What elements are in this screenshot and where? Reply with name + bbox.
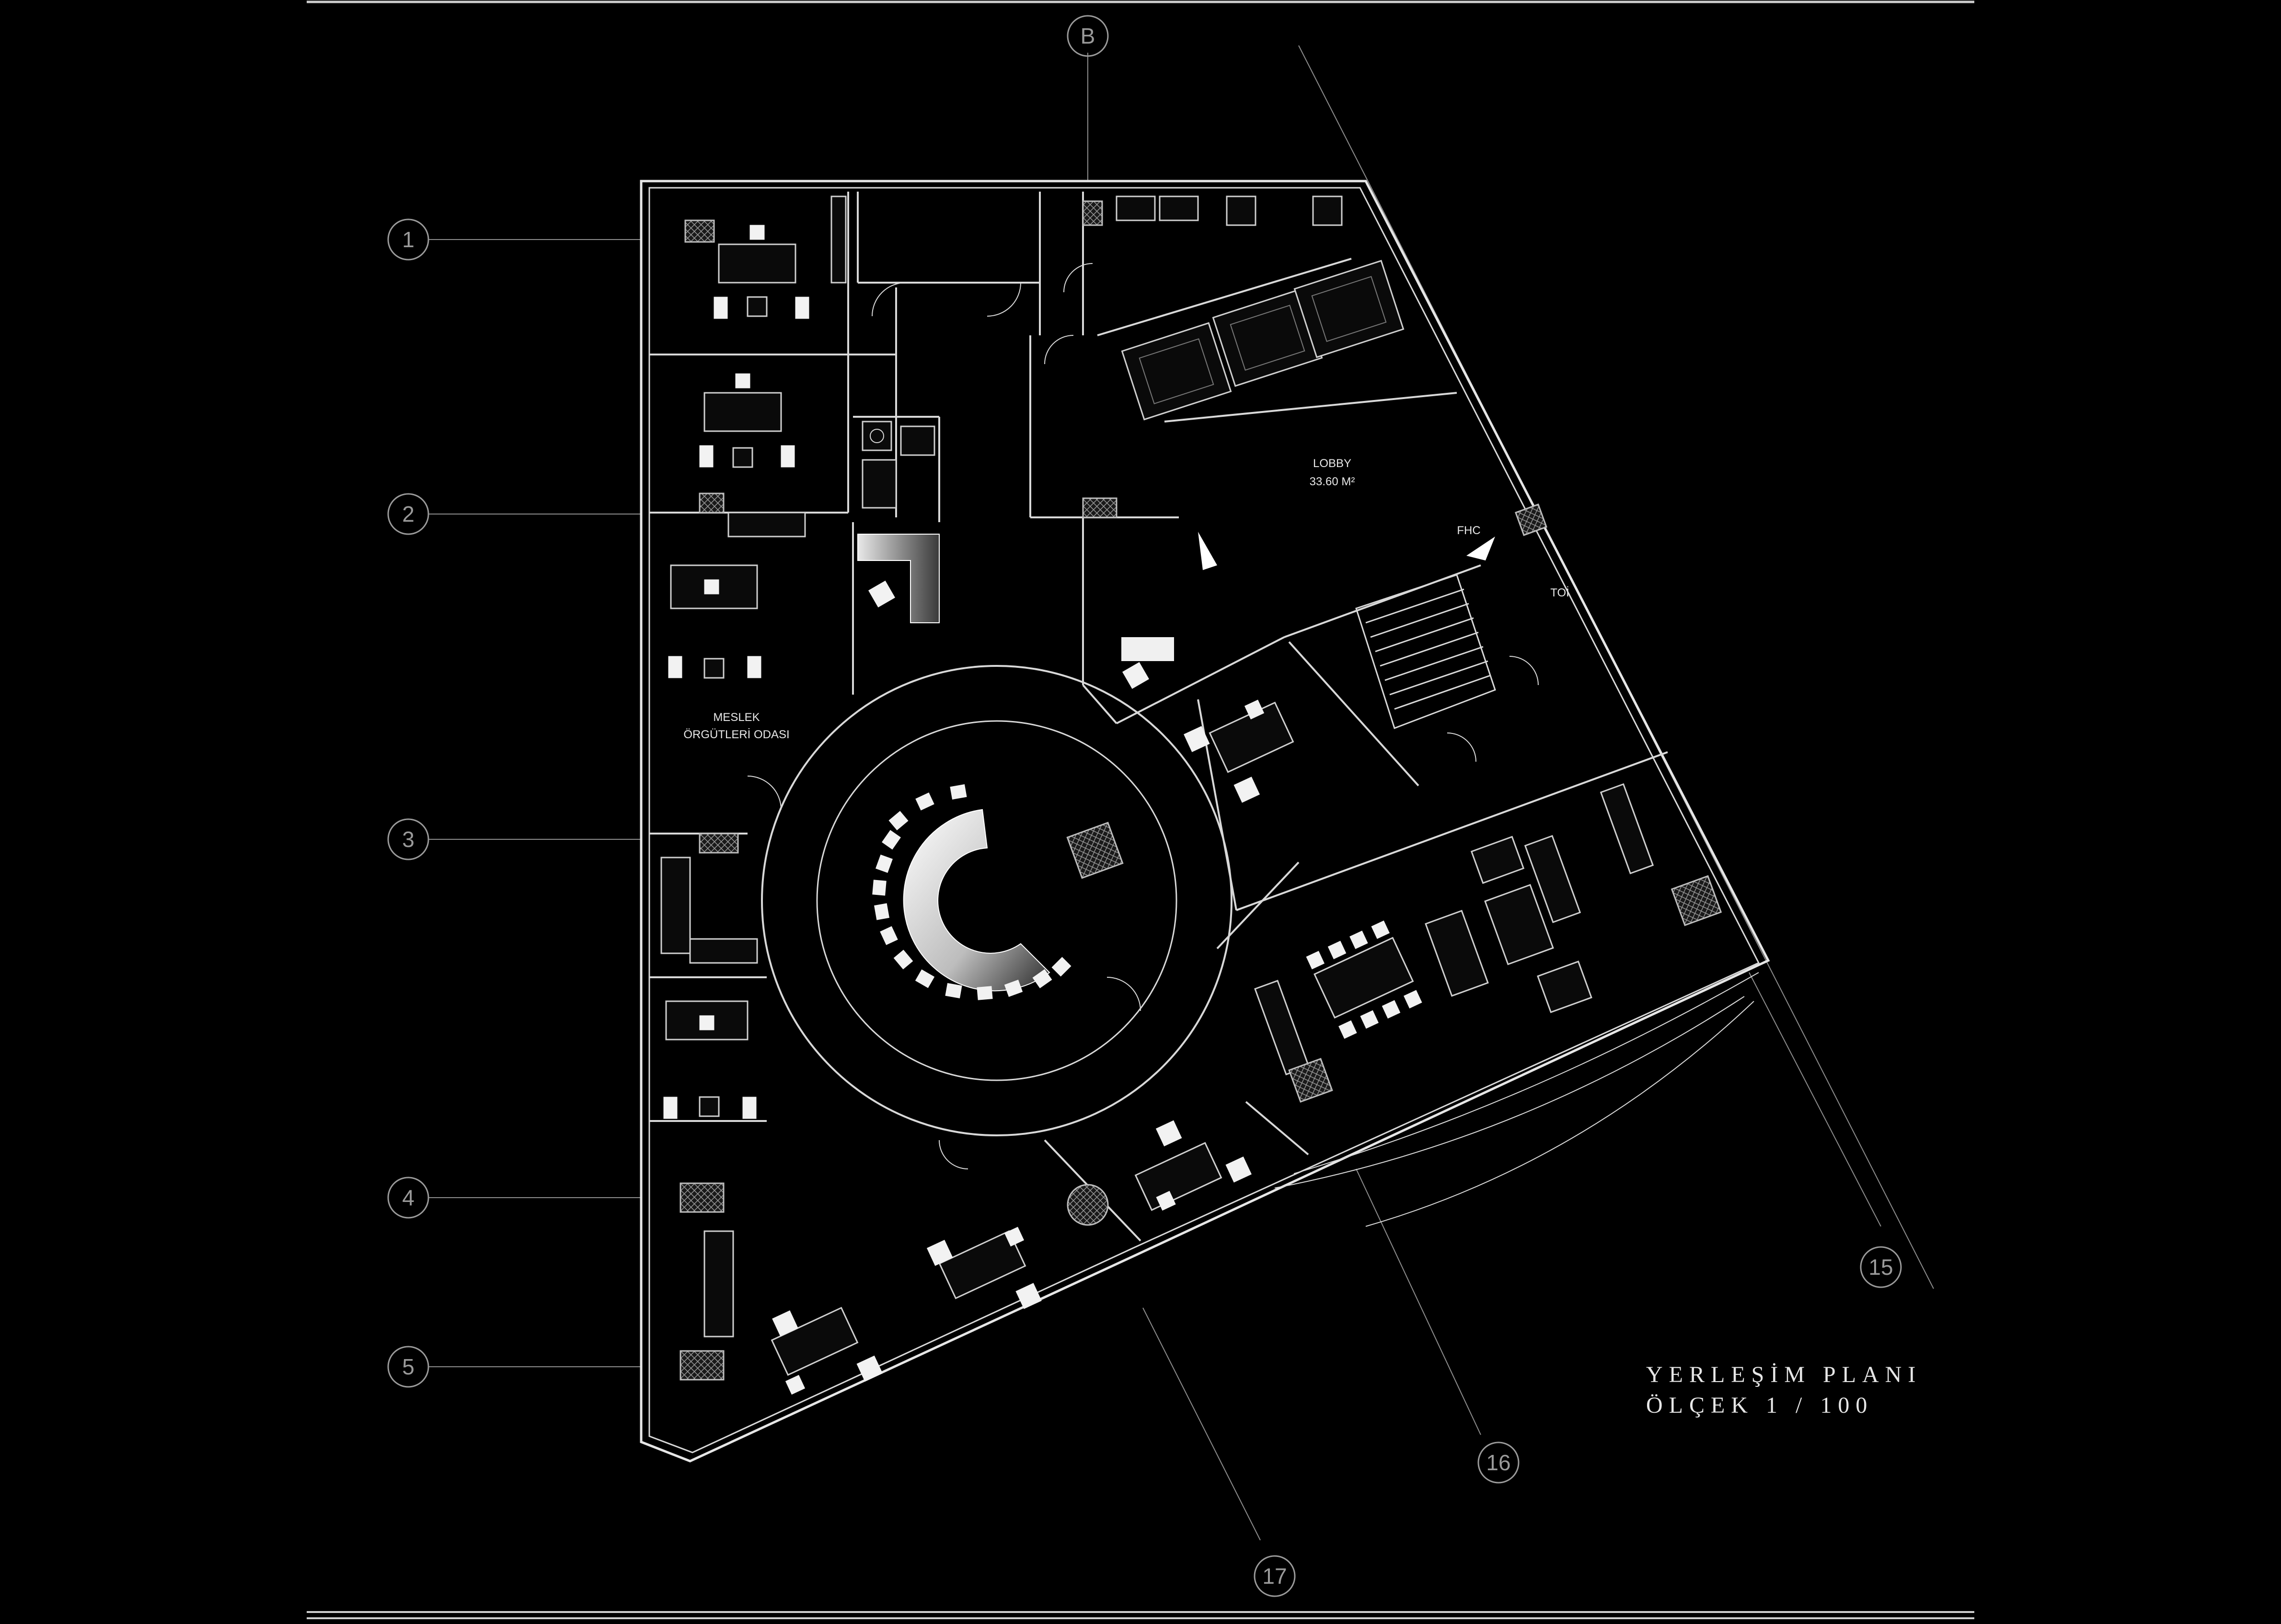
lobby-area-label: 33.60 M² [1310, 475, 1355, 488]
grid-label-1: 1 [402, 227, 415, 252]
stair [1355, 574, 1496, 729]
open-office-furniture [771, 699, 1294, 1395]
grid-bubbles: B 1 2 3 4 5 15 16 17 [387, 15, 1902, 1597]
circular-hall [761, 665, 1233, 1136]
meslek-label-line1: MESLEK [713, 711, 760, 724]
meeting-room-furniture [1254, 783, 1722, 1103]
door-swings [747, 263, 1539, 1169]
grid-axis-lines [429, 45, 1934, 1541]
elevator-shafts [1121, 260, 1405, 421]
grid-label-2: 2 [402, 502, 415, 526]
core-elements [857, 195, 1547, 879]
grid-label-15: 15 [1868, 1255, 1893, 1280]
room-labels: LOBBY 33.60 M² MESLEK ÖRGÜTLERİ ODASI FH… [683, 457, 1569, 741]
grid-label-17: 17 [1262, 1564, 1287, 1589]
meslek-label-line2: ÖRGÜTLERİ ODASI [683, 728, 789, 741]
office-furniture [660, 195, 847, 1381]
grid-label-4: 4 [402, 1185, 415, 1210]
grid-label-16: 16 [1486, 1450, 1510, 1475]
drawing-title: YERLEŞİM PLANI ÖLÇEK 1 / 100 [1646, 1360, 1922, 1421]
grid-label-5: 5 [402, 1354, 415, 1379]
building-envelope [640, 180, 1770, 1463]
toilet-label: TOİ [1550, 586, 1569, 599]
lobby-label: LOBBY [1313, 457, 1351, 470]
grid-label-3: 3 [402, 827, 415, 852]
drawing-title-line1: YERLEŞİM PLANI [1646, 1362, 1922, 1387]
fhc-label: FHC [1457, 524, 1480, 537]
drawing-scale-line: ÖLÇEK 1 / 100 [1646, 1393, 1874, 1418]
circular-desk-chairs [872, 784, 1071, 1000]
grid-label-top: B [1081, 23, 1095, 48]
sheet-frame [307, 0, 1974, 1619]
